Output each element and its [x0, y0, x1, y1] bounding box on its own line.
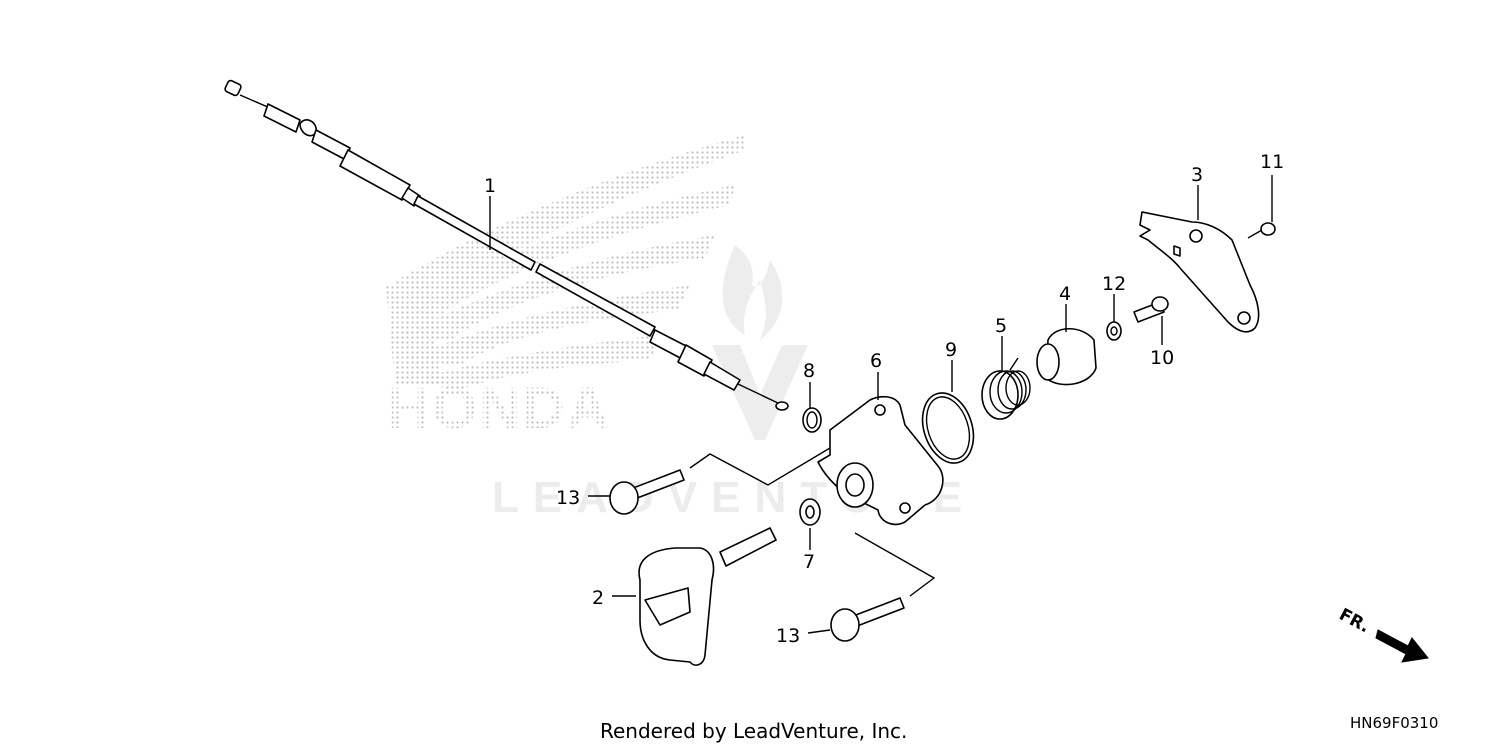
part-12-washer — [1106, 321, 1122, 341]
callout-7: 7 — [803, 551, 815, 573]
callout-13-upper: 13 — [556, 487, 580, 509]
callout-10: 10 — [1150, 347, 1174, 369]
callout-6: 6 — [870, 350, 882, 372]
callout-12: 12 — [1102, 273, 1126, 295]
callout-8: 8 — [803, 360, 815, 382]
part-8-washer — [802, 407, 822, 433]
leader-lines — [489, 175, 1273, 634]
part-13-bolt-lower — [830, 597, 905, 642]
front-direction-indicator: FR. — [1336, 605, 1429, 663]
part-1-cable — [224, 79, 789, 411]
callout-5: 5 — [995, 315, 1007, 337]
part-2-lever — [638, 527, 777, 666]
render-credit: Rendered by LeadVenture, Inc. — [600, 719, 907, 743]
callout-13-lower: 13 — [776, 625, 800, 647]
diagram-code: HN69F0310 — [1350, 714, 1438, 732]
front-label: FR. — [1336, 605, 1373, 637]
part-11-screw — [1247, 222, 1276, 239]
honda-logo-watermark: HONDA — [388, 376, 611, 441]
callout-2: 2 — [592, 587, 604, 609]
part-5-spring — [981, 357, 1031, 420]
part-10-bolt — [1133, 296, 1169, 323]
part-13-bolt-upper — [609, 469, 685, 515]
part-4-collar — [1036, 327, 1097, 386]
honda-logo-text: HONDA — [388, 376, 611, 441]
callout-1: 1 — [484, 175, 496, 197]
part-6-housing — [817, 395, 944, 526]
part-3-bracket — [1139, 211, 1260, 333]
part-9-o-ring — [921, 392, 975, 464]
callout-3: 3 — [1191, 164, 1203, 186]
callout-11: 11 — [1260, 151, 1284, 173]
front-arrow-icon — [1375, 629, 1429, 663]
callout-9: 9 — [945, 339, 957, 361]
assembly-lines — [689, 447, 936, 597]
callout-4: 4 — [1059, 283, 1071, 305]
part-7-nut — [799, 498, 821, 526]
honda-wing-watermark — [386, 135, 745, 390]
